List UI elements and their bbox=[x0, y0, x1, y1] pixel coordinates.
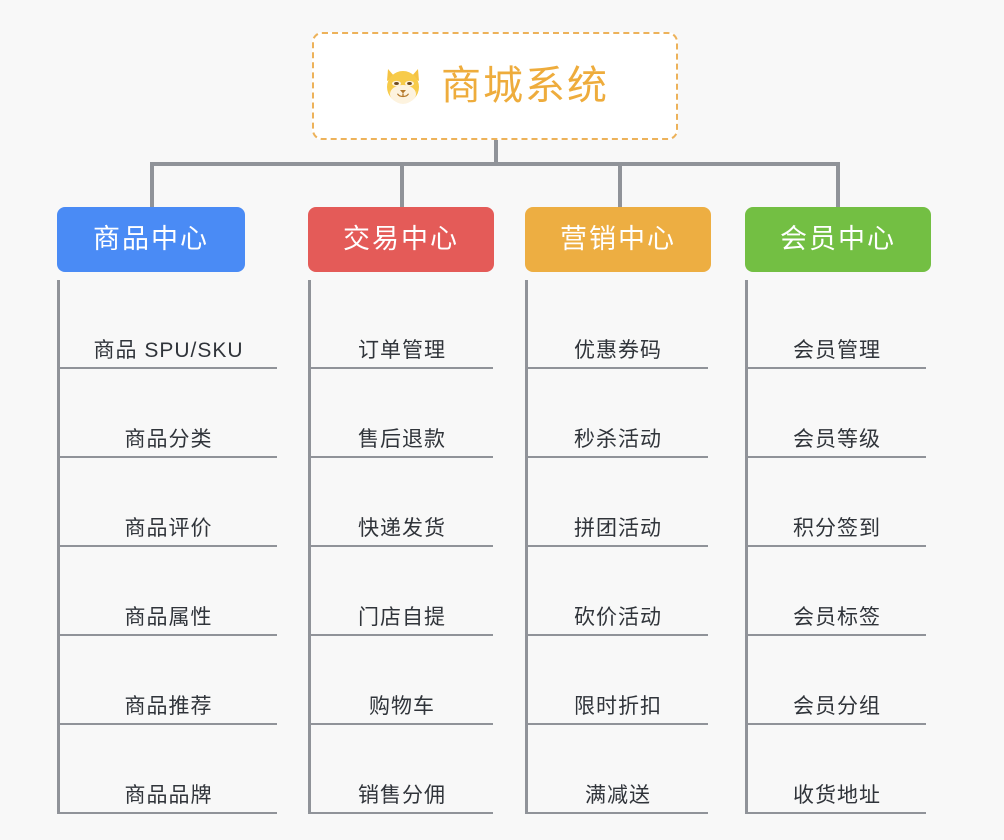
leaf-label: 订单管理 bbox=[358, 338, 446, 362]
leaf-item[interactable]: 商品评价 bbox=[60, 458, 277, 547]
leaf-label: 优惠券码 bbox=[574, 338, 662, 362]
leaf-item[interactable]: 销售分佣 bbox=[311, 725, 493, 814]
root-node-title: 商城系统 bbox=[441, 64, 609, 108]
leaf-label: 满减送 bbox=[585, 783, 651, 807]
leaf-item[interactable]: 会员分组 bbox=[748, 636, 926, 725]
leaf-item[interactable]: 会员管理 bbox=[748, 280, 926, 369]
leaf-item[interactable]: 收货地址 bbox=[748, 725, 926, 814]
leaf-label: 收货地址 bbox=[793, 783, 881, 807]
leaf-label: 商品 SPU/SKU bbox=[93, 338, 244, 362]
category-node-member-center[interactable]: 会员中心 bbox=[745, 207, 931, 272]
leaf-item[interactable]: 商品 SPU/SKU bbox=[60, 280, 277, 369]
leaf-item[interactable]: 商品品牌 bbox=[60, 725, 277, 814]
branch-trade-center: 交易中心 订单管理 售后退款 快递发货 门店自提 购物车 销售分佣 bbox=[308, 207, 524, 814]
leaf-item[interactable]: 积分签到 bbox=[748, 458, 926, 547]
leaf-item[interactable]: 砍价活动 bbox=[528, 547, 708, 636]
category-node-trade-center[interactable]: 交易中心 bbox=[308, 207, 494, 272]
leaf-label: 购物车 bbox=[369, 694, 435, 718]
leaf-item[interactable]: 售后退款 bbox=[311, 369, 493, 458]
leaf-list-product-center: 商品 SPU/SKU 商品分类 商品评价 商品属性 商品推荐 商品品牌 bbox=[57, 280, 277, 814]
leaf-label: 销售分佣 bbox=[358, 783, 446, 807]
branch-member-center: 会员中心 会员管理 会员等级 积分签到 会员标签 会员分组 收货地址 bbox=[745, 207, 958, 814]
leaf-item[interactable]: 会员标签 bbox=[748, 547, 926, 636]
leaf-label: 积分签到 bbox=[793, 516, 881, 540]
shiba-dog-face-icon bbox=[381, 64, 425, 108]
leaf-item[interactable]: 商品属性 bbox=[60, 547, 277, 636]
category-label: 商品中心 bbox=[93, 224, 209, 254]
leaf-item[interactable]: 购物车 bbox=[311, 636, 493, 725]
leaf-item[interactable]: 限时折扣 bbox=[528, 636, 708, 725]
leaf-label: 会员分组 bbox=[793, 694, 881, 718]
leaf-label: 拼团活动 bbox=[574, 516, 662, 540]
leaf-item[interactable]: 门店自提 bbox=[311, 547, 493, 636]
category-label: 会员中心 bbox=[780, 224, 896, 254]
leaf-label: 会员等级 bbox=[793, 427, 881, 451]
leaf-item[interactable]: 快递发货 bbox=[311, 458, 493, 547]
branch-marketing-center: 营销中心 优惠券码 秒杀活动 拼团活动 砍价活动 限时折扣 满减送 bbox=[525, 207, 740, 814]
leaf-item[interactable]: 会员等级 bbox=[748, 369, 926, 458]
root-node-mall-system[interactable]: 商城系统 bbox=[312, 32, 678, 140]
leaf-list-marketing-center: 优惠券码 秒杀活动 拼团活动 砍价活动 限时折扣 满减送 bbox=[525, 280, 740, 814]
leaf-label: 会员管理 bbox=[793, 338, 881, 362]
connector-root-stem bbox=[494, 140, 498, 164]
leaf-label: 限时折扣 bbox=[574, 694, 662, 718]
leaf-label: 售后退款 bbox=[358, 427, 446, 451]
leaf-item[interactable]: 满减送 bbox=[528, 725, 708, 814]
category-label: 营销中心 bbox=[560, 224, 676, 254]
leaf-item[interactable]: 订单管理 bbox=[311, 280, 493, 369]
leaf-label: 商品品牌 bbox=[124, 783, 213, 807]
leaf-item[interactable]: 商品推荐 bbox=[60, 636, 277, 725]
leaf-item[interactable]: 商品分类 bbox=[60, 369, 277, 458]
leaf-label: 商品推荐 bbox=[124, 694, 213, 718]
category-label: 交易中心 bbox=[343, 224, 459, 254]
leaf-label: 会员标签 bbox=[793, 605, 881, 629]
leaf-label: 门店自提 bbox=[358, 605, 446, 629]
connector-horizontal-bus bbox=[150, 162, 840, 166]
leaf-label: 商品评价 bbox=[124, 516, 213, 540]
leaf-label: 秒杀活动 bbox=[574, 427, 662, 451]
leaf-label: 快递发货 bbox=[358, 516, 446, 540]
connector-drop-marketing-center bbox=[618, 162, 622, 208]
leaf-list-member-center: 会员管理 会员等级 积分签到 会员标签 会员分组 收货地址 bbox=[745, 280, 958, 814]
connector-drop-member-center bbox=[836, 162, 840, 208]
leaf-item[interactable]: 优惠券码 bbox=[528, 280, 708, 369]
connector-drop-trade-center bbox=[400, 162, 404, 208]
leaf-label: 商品分类 bbox=[124, 427, 213, 451]
branch-product-center: 商品中心 商品 SPU/SKU 商品分类 商品评价 商品属性 商品推荐 商品品牌 bbox=[57, 207, 277, 814]
connector-drop-product-center bbox=[150, 162, 154, 208]
leaf-list-trade-center: 订单管理 售后退款 快递发货 门店自提 购物车 销售分佣 bbox=[308, 280, 524, 814]
leaf-label: 商品属性 bbox=[124, 605, 213, 629]
category-node-marketing-center[interactable]: 营销中心 bbox=[525, 207, 711, 272]
leaf-item[interactable]: 秒杀活动 bbox=[528, 369, 708, 458]
leaf-label: 砍价活动 bbox=[574, 605, 662, 629]
leaf-item[interactable]: 拼团活动 bbox=[528, 458, 708, 547]
category-node-product-center[interactable]: 商品中心 bbox=[57, 207, 245, 272]
